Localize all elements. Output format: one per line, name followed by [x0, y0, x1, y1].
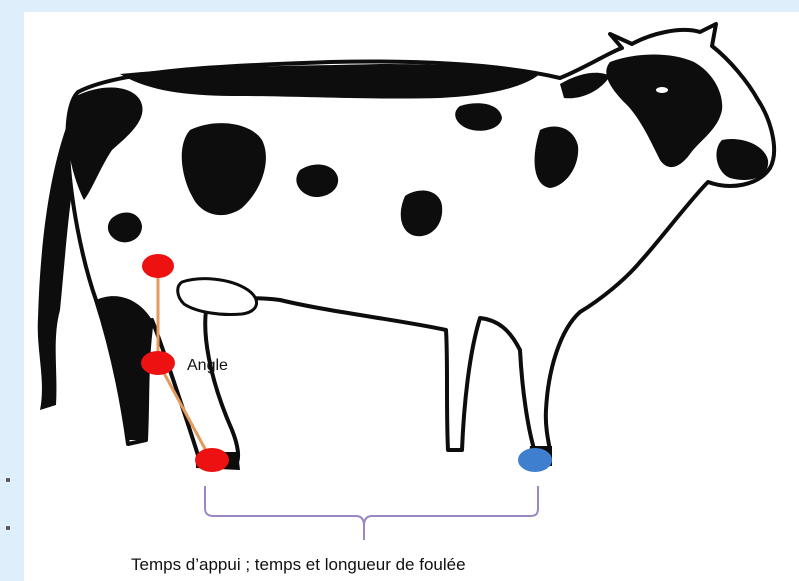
- stride-caption: Temps d’appui ; temps et longueur de fou…: [131, 555, 466, 575]
- hip-marker: [142, 254, 174, 278]
- angle-label: Angle: [187, 357, 228, 375]
- hock-marker: [141, 351, 175, 375]
- rear-hoof-marker: [195, 448, 229, 472]
- stride-bracket: [205, 486, 538, 540]
- front-hoof-marker: [518, 448, 552, 472]
- cow-eye: [656, 87, 668, 93]
